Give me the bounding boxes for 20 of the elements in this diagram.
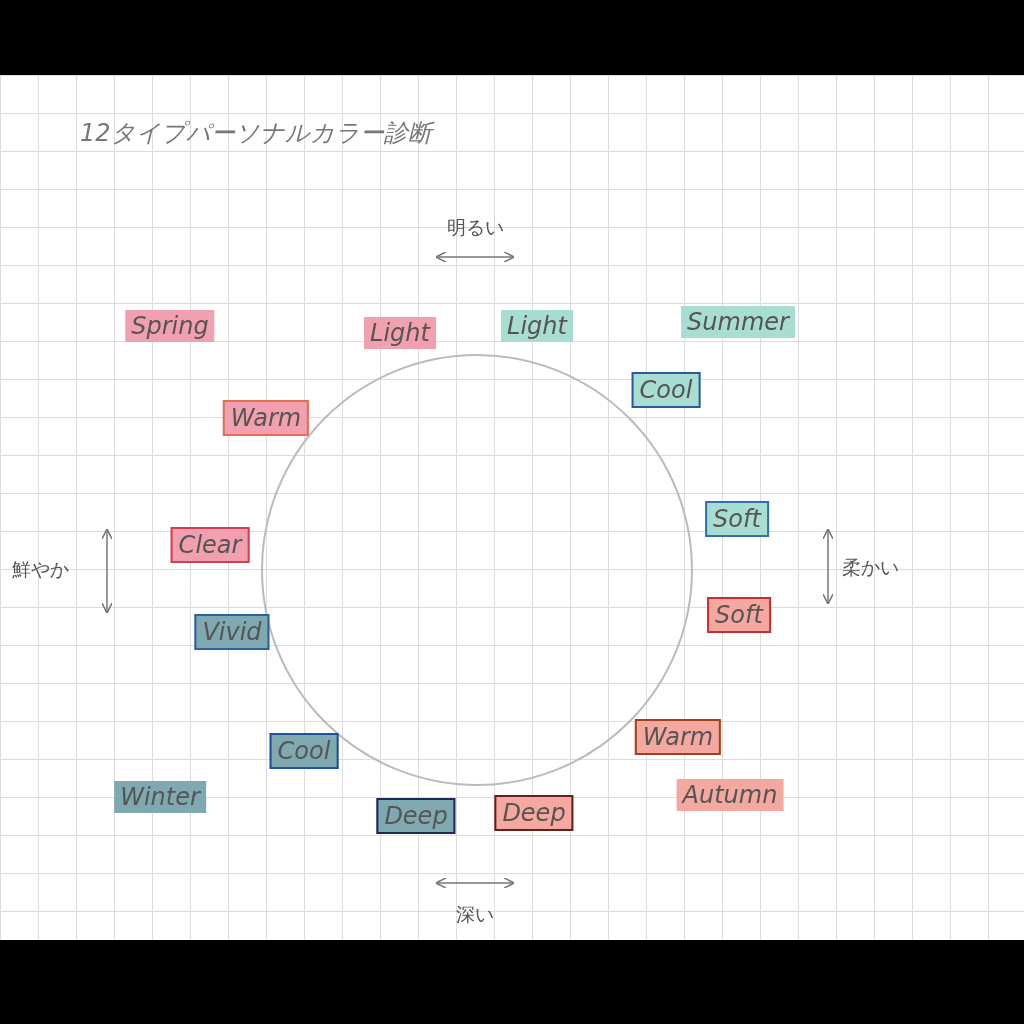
axis-label: 深い [456, 902, 494, 927]
season-label: Summer [681, 306, 795, 338]
type-box: Deep [494, 795, 574, 831]
type-box: Deep [376, 798, 456, 834]
season-label: Light [364, 317, 436, 349]
type-box: Cool [269, 733, 339, 769]
season-label: Autumn [676, 779, 784, 811]
type-box: Warm [634, 719, 722, 755]
type-box: Vivid [194, 614, 270, 650]
type-box: Soft [705, 501, 769, 537]
type-box: Warm [222, 400, 310, 436]
axis-label: 柔かい [841, 555, 899, 580]
axis-label: 鮮やか [11, 557, 69, 582]
season-label: Light [501, 310, 573, 342]
season-label: Spring [125, 310, 215, 342]
type-box: Soft [707, 597, 771, 633]
type-box: Clear [170, 527, 250, 563]
season-label: Winter [114, 781, 206, 813]
axis-label: 明るい [446, 215, 504, 240]
type-box: Cool [631, 372, 701, 408]
